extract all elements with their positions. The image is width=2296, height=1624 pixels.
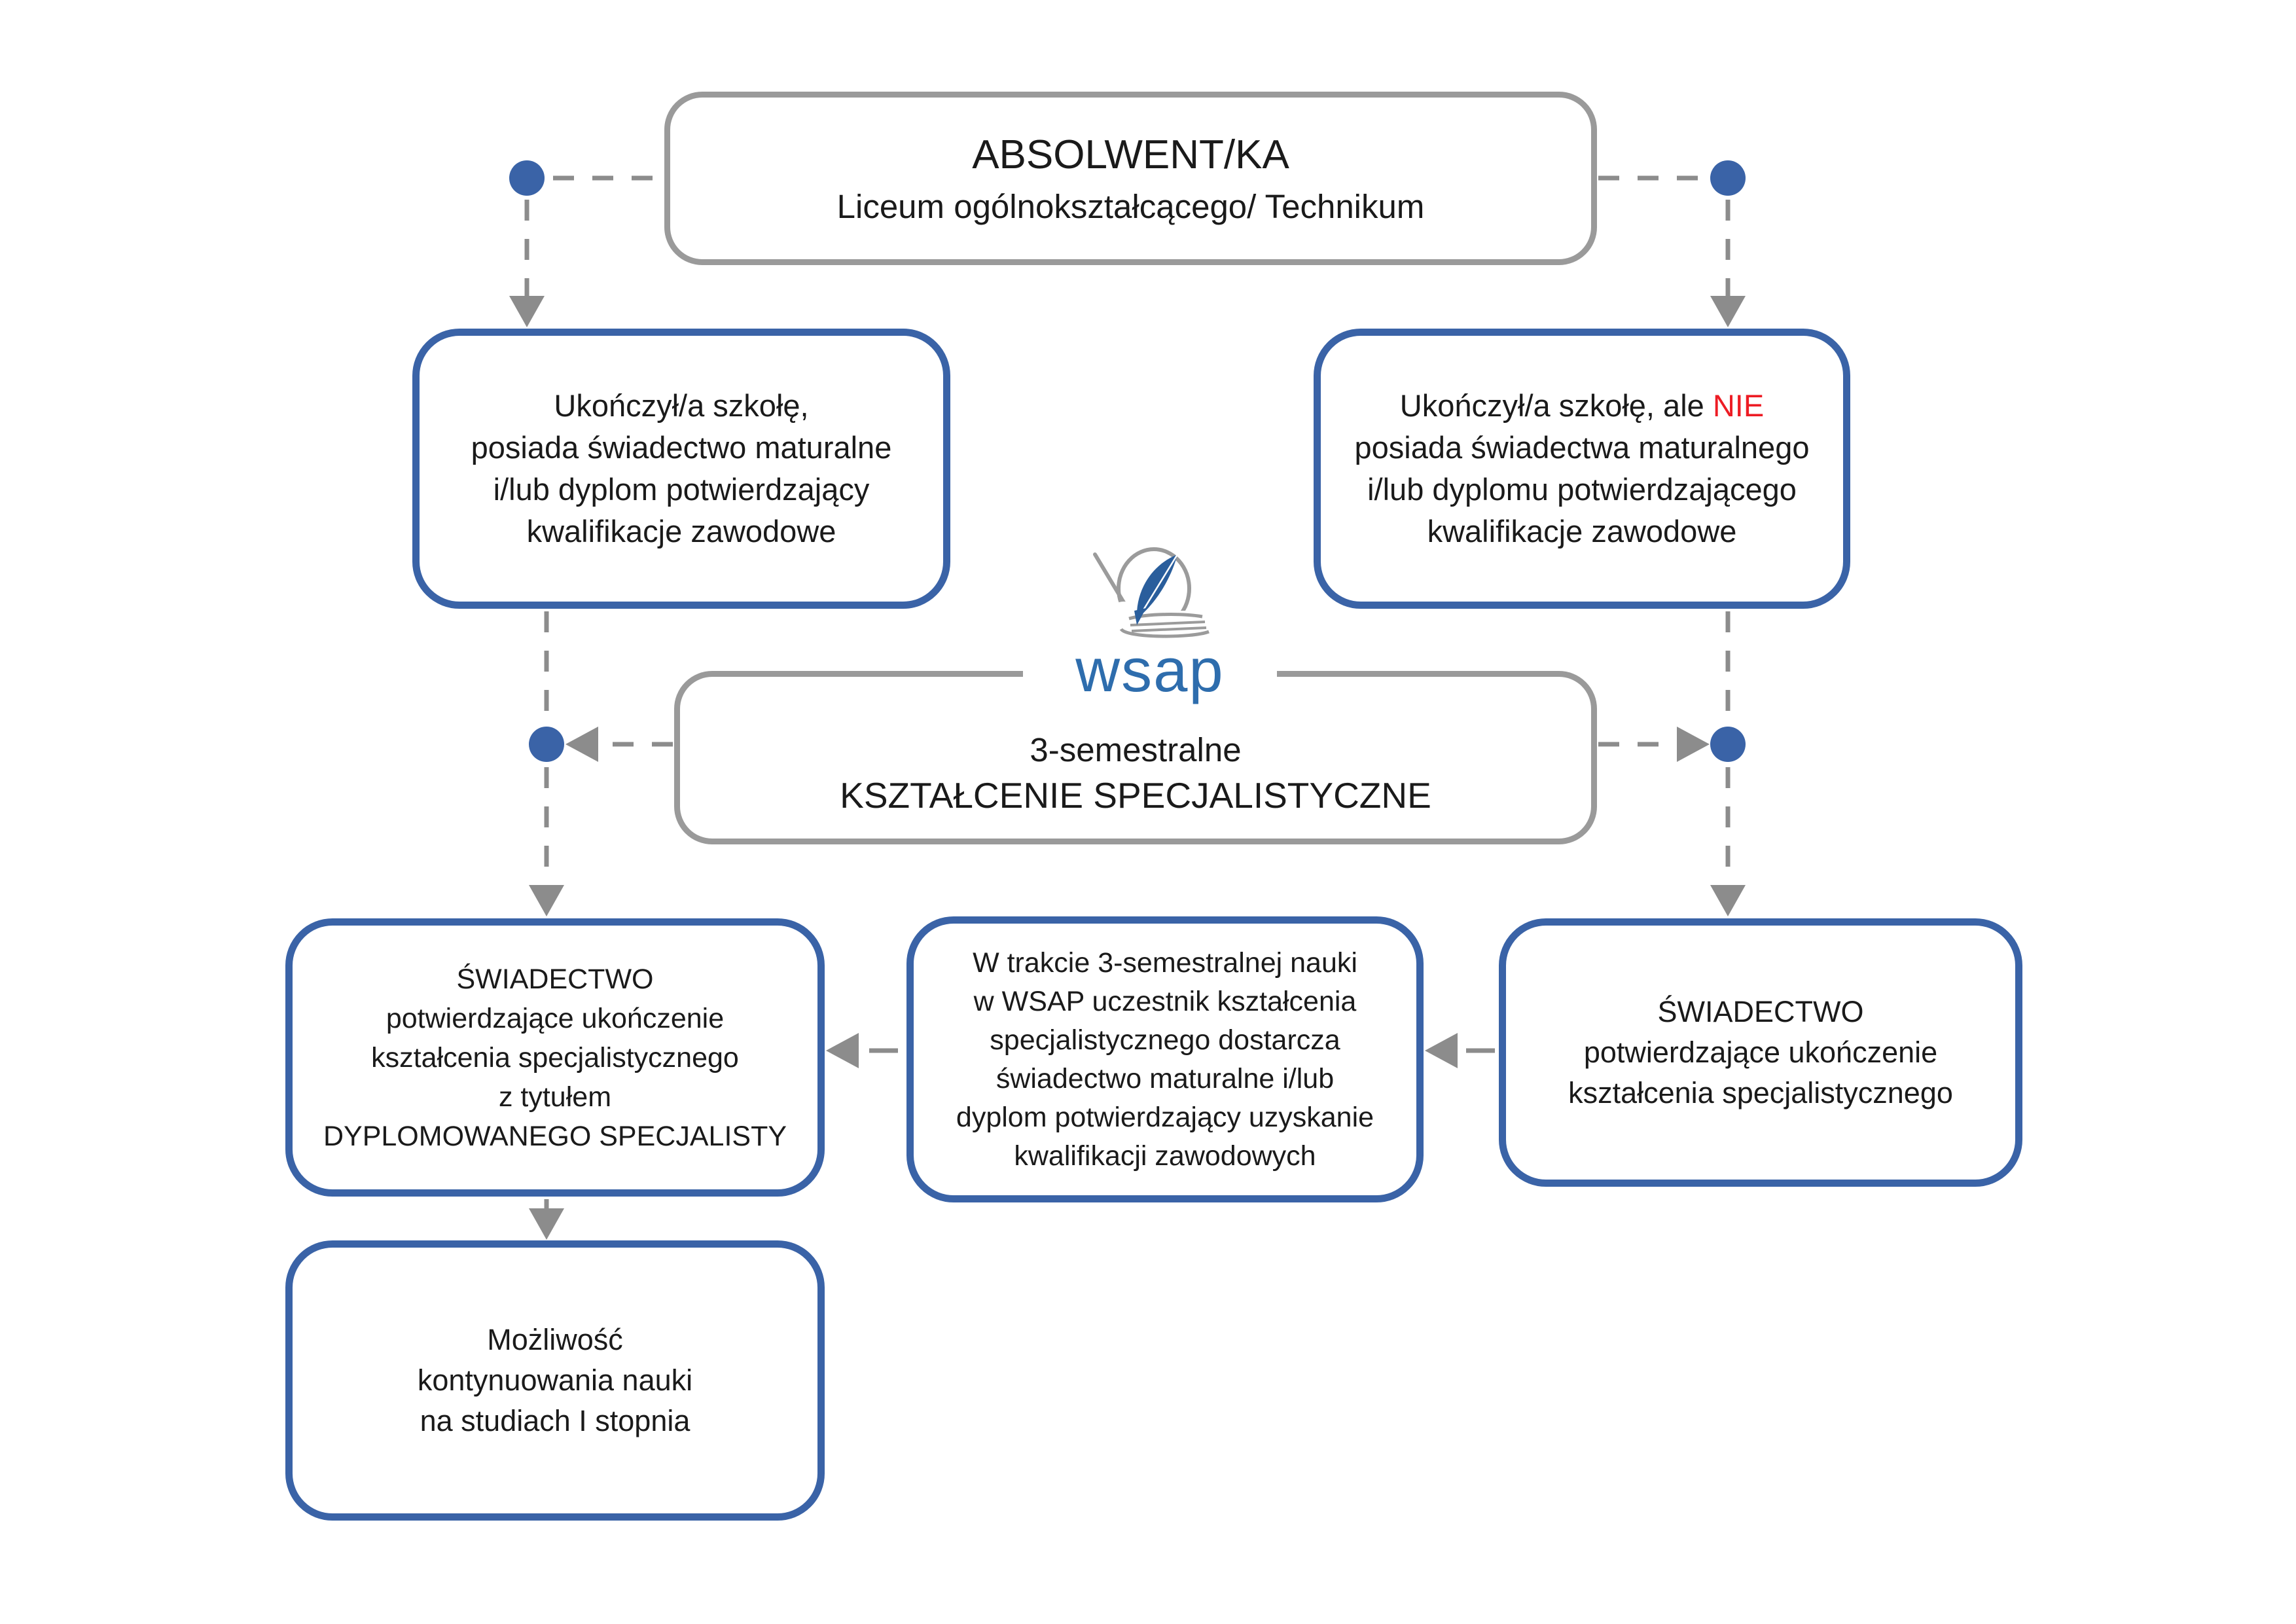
junction-dot-top-left: [509, 160, 545, 196]
node-line: Ukończył/a szkołę,: [554, 388, 809, 423]
junction-dot-middle-right: [1710, 727, 1746, 762]
node-line: potwierdzające ukończenie: [386, 1002, 725, 1034]
node-absolwent-title: ABSOLWENT/KA: [972, 132, 1289, 177]
node-line: kształcenia specjalistycznego: [1568, 1076, 1953, 1110]
node-kontynuacja-studiow: Możliwość kontynuowania nauki na studiac…: [285, 1240, 825, 1521]
node-line: dyplom potwierdzający uzyskanie: [956, 1101, 1374, 1133]
node-line: świadectwo maturalne i/lub: [996, 1062, 1335, 1094]
node-line: kwalifikacje zawodowe: [1427, 514, 1737, 549]
node-line: KSZTAŁCENIE SPECJALISTYCZNE: [840, 775, 1431, 816]
node-swiadectwo-ukonczenia: ŚWIADECTWO potwierdzające ukończenie ksz…: [1499, 918, 2022, 1187]
wsap-logo-text: wsap: [1075, 636, 1225, 704]
node-line: posiada świadectwa maturalnego: [1354, 430, 1810, 465]
junction-dot-middle-left: [529, 727, 564, 762]
node-line: ŚWIADECTWO: [456, 963, 654, 995]
node-line: kształcenia specjalistycznego: [371, 1041, 739, 1074]
node-line: i/lub dyplom potwierdzający: [493, 472, 870, 507]
node-line: kontynuowania nauki: [417, 1363, 693, 1397]
node-line-prefix: Ukończył/a szkołę, ale: [1399, 388, 1713, 423]
node-absolwent-subtitle: Liceum ogólnokształcącego/ Technikum: [836, 187, 1425, 225]
node-line: posiada świadectwo maturalne: [471, 430, 892, 465]
arrowhead-into-left-box: [509, 296, 545, 327]
wsap-logo: wsap: [1023, 545, 1277, 704]
node-line: DYPLOMOWANEGO SPECJALISTY: [323, 1120, 787, 1152]
node-line-with-highlight: Ukończył/a szkołę, ale NIE: [1400, 385, 1764, 427]
arrowhead-into-bottom-right-box: [1710, 885, 1746, 916]
arrowhead-into-right-box: [1710, 296, 1746, 327]
node-line: kwalifikacji zawodowych: [1014, 1140, 1316, 1172]
arrowhead-into-bottom-left-box: [529, 885, 564, 916]
node-no-matura: Ukończył/a szkołę, ale NIE posiada świad…: [1314, 329, 1850, 609]
node-line: na studiach I stopnia: [420, 1404, 691, 1437]
node-line: specjalistycznego dostarcza: [990, 1024, 1340, 1056]
highlight-nie: NIE: [1712, 388, 1765, 423]
junction-dot-top-right: [1710, 160, 1746, 196]
arrowhead-into-bottom-middle-box: [1425, 1033, 1458, 1068]
node-swiadectwo-dyplomowany-specjalista: ŚWIADECTWO potwierdzające ukończenie ksz…: [285, 918, 825, 1197]
node-line: w WSAP uczestnik kształcenia: [973, 985, 1357, 1017]
arrowhead-into-final-box: [529, 1208, 564, 1240]
node-line: W trakcie 3-semestralnej nauki: [973, 947, 1357, 979]
node-line: potwierdzające ukończenie: [1583, 1036, 1938, 1069]
arrowhead-into-left-middle-dot: [565, 727, 598, 762]
node-dostarczenie-dokumentow: W trakcie 3-semestralnej nauki w WSAP uc…: [906, 916, 1424, 1202]
node-line: z tytułem: [498, 1081, 612, 1113]
node-absolwent: ABSOLWENT/KA Liceum ogólnokształcącego/ …: [664, 92, 1597, 265]
node-line: 3-semestralne: [1030, 731, 1242, 768]
node-line: i/lub dyplomu potwierdzającego: [1367, 472, 1797, 507]
arrowhead-into-right-middle-dot: [1677, 727, 1710, 762]
node-line: Możliwość: [487, 1323, 623, 1356]
wsap-logo-icon: [1093, 547, 1210, 642]
node-line: kwalifikacje zawodowe: [526, 514, 836, 549]
node-line: ŚWIADECTWO: [1657, 995, 1864, 1028]
arrowhead-into-bottom-left-box-side: [826, 1033, 859, 1068]
node-has-matura: Ukończył/a szkołę, posiada świadectwo ma…: [412, 329, 950, 609]
